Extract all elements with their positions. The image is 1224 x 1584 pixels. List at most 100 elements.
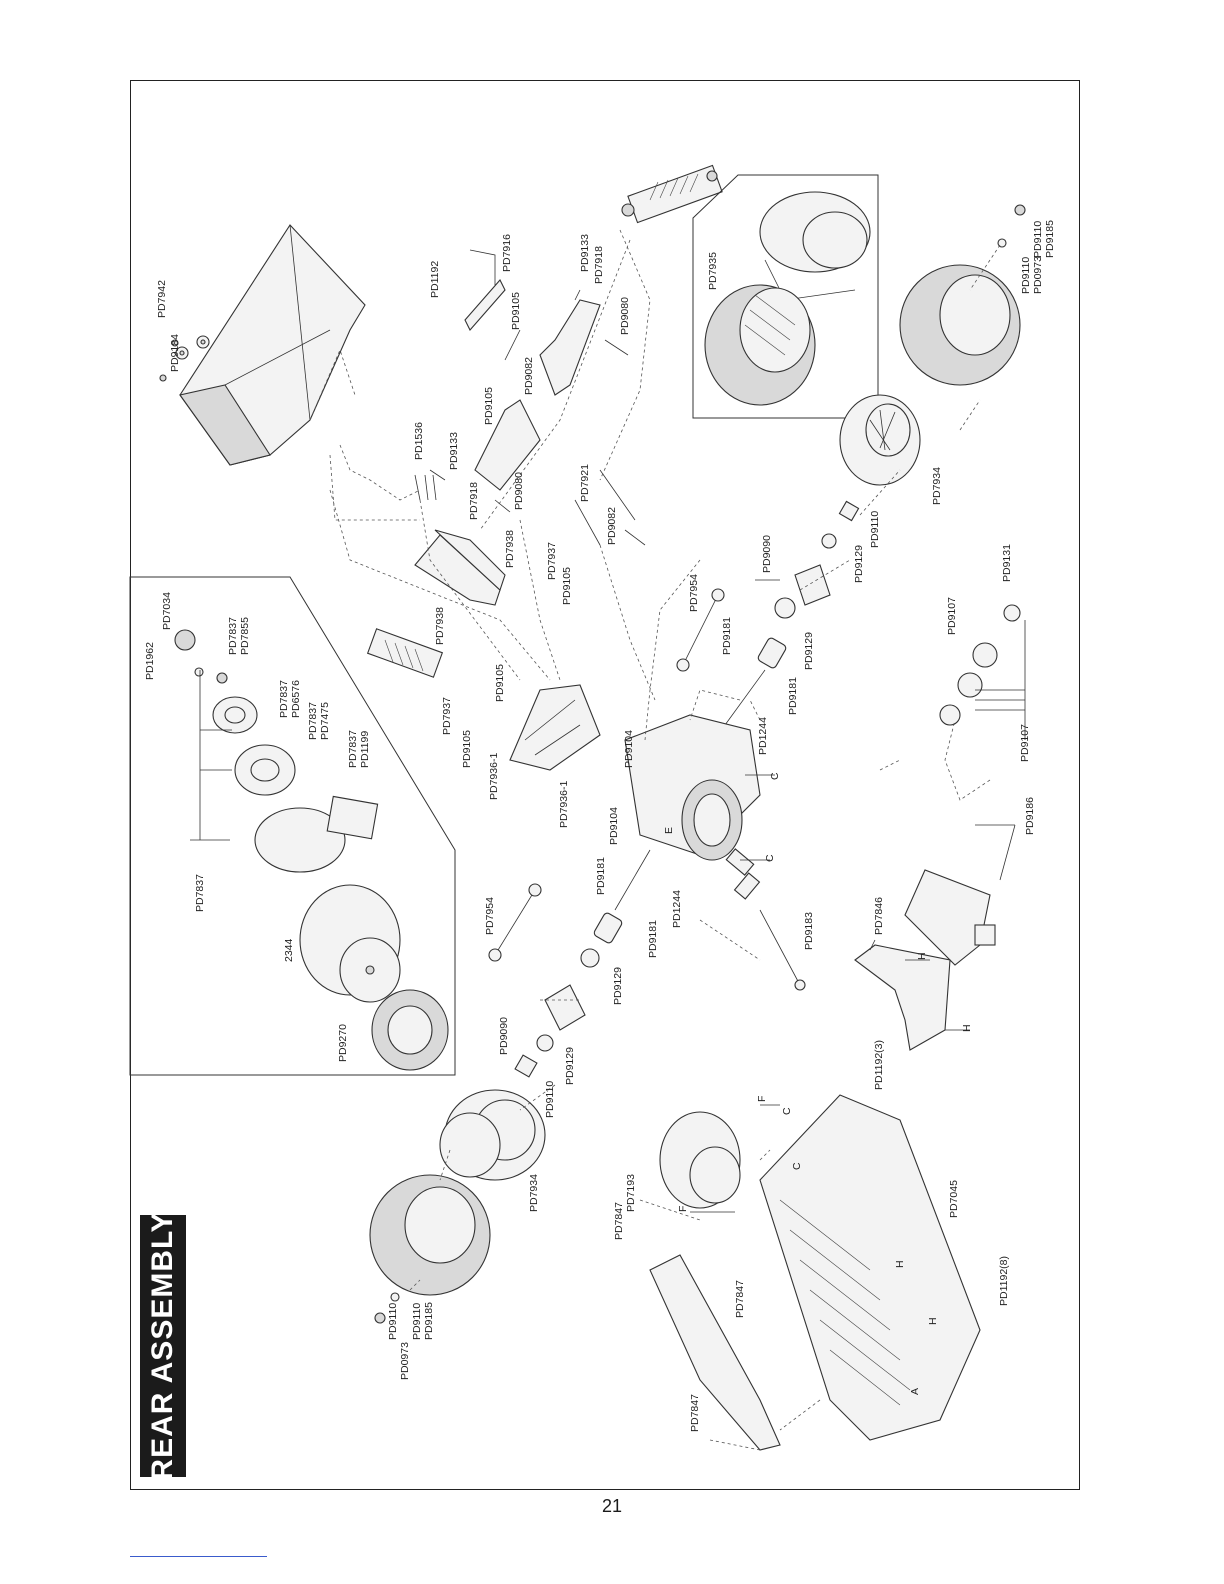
label-pd9090-l: PD9090 [498,1017,510,1055]
center-driveshaft [759,909,806,991]
label-pd7034: PD7034 [161,592,173,630]
page-number: 21 [601,1496,623,1516]
screw-bottom-left [374,1292,400,1324]
wheel-nut-right [821,500,860,549]
label-pd7918-top: PD7918 [593,246,605,284]
rear-shock [621,164,723,224]
label-pd9183: PD9183 [803,912,815,950]
label-pd7936-a: PD7936-1 [488,753,500,800]
label-pd7954-r: PD7954 [688,574,700,612]
rear-bulkhead [509,684,601,771]
label-pd9110-tr2: PD9110 [1020,257,1032,294]
body-posts-pd1536 [414,474,437,501]
chassis-motor [659,1111,741,1209]
hub-carrier-left [514,948,600,1078]
wing-mount [414,529,506,606]
tire-left [369,1174,491,1296]
mark-h3: H [894,1260,906,1268]
label-pd1536: PD1536 [413,422,425,460]
leader-lines [309,229,1001,1451]
label-pd9184: PD9184 [169,334,181,372]
label-pd7193: PD7193 [625,1174,637,1212]
label-pd6576: PD6576 [290,680,302,718]
label-pd7475: PD7475 [319,702,331,740]
upper-arm-mid [474,399,541,491]
tire-top-right [899,264,1021,386]
label-pd7942: PD7942 [156,280,168,318]
label-pd9105-a: PD9105 [510,292,522,330]
label-pd9186: PD9186 [1024,797,1036,835]
label-pd9129-r: PD9129 [853,545,865,583]
assembly-arrows [690,774,970,1213]
label-pd1962: PD1962 [144,642,156,680]
label-pd1192: PD1192 [429,261,441,298]
label-pd9105-e: PD9105 [461,730,473,768]
label-pd7837-a: PD7837 [227,617,239,655]
label-pd9105-c: PD9105 [561,567,573,605]
mark-c1: C [769,772,781,780]
label-2344: 2344 [283,938,295,962]
page-title: REAR ASSEMBLY [146,1211,179,1481]
mark-f1: F [756,1096,768,1102]
wheel-left [439,1089,546,1181]
battery-strap [649,1254,781,1451]
label-pd7847-a: PD7847 [613,1202,625,1240]
label-pd9133-top: PD9133 [579,234,591,272]
label-pd9107-b: PD9107 [1019,724,1031,762]
motor-cooling-fan [254,795,379,873]
hinge-pins [494,339,636,546]
mark-h4: H [927,1317,939,1325]
label-pd7934-r: PD7934 [931,467,943,505]
rear-wing [179,224,366,466]
label-pd7847-b: PD7847 [734,1280,746,1318]
servo-mount [854,944,951,1051]
label-pd7938-a: PD7938 [504,530,516,568]
tire-top-left [704,284,816,406]
label-pd9104-a: PD9104 [623,730,635,768]
label-pd9090-r: PD9090 [761,535,773,573]
label-pd9185-tr: PD9185 [1044,220,1056,258]
label-pd9104-b: PD9104 [608,807,620,845]
label-pd9270: PD9270 [337,1024,349,1062]
label-pd9082-a: PD9082 [523,357,535,395]
mark-a: A [909,1388,921,1395]
label-pd1199: PD1199 [359,731,371,768]
motor-mount-plates [212,696,296,796]
label-pd9110-bl: PD9110 [387,1303,399,1340]
shock-front [366,628,444,678]
label-pd9107-a: PD9107 [946,597,958,635]
label-pd7934-l: PD7934 [528,1174,540,1212]
part-labels: PD7942 PD9184 PD1192 PD7916 PD9133 PD791… [144,220,1056,1432]
motor-heatsink-cap [371,989,449,1071]
label-pd9181-r1: PD9181 [721,617,733,655]
label-pd1244-r: PD1244 [757,717,769,755]
label-pd9080-a: PD9080 [619,297,631,335]
label-pd9110-tr1: PD9110 [1032,221,1044,258]
label-pd9133-b: PD9133 [448,432,460,470]
differential-gearbox [624,714,761,900]
label-pd9181-r2: PD9181 [787,677,799,715]
wheel-right [839,394,921,486]
foam-insert [759,191,871,301]
label-pd7855: PD7855 [239,617,251,655]
label-pd7837-c: PD7837 [307,702,319,740]
mark-h2: H [961,1024,973,1032]
label-leaders [190,249,1026,951]
label-pd9110-l: PD9110 [544,1081,556,1118]
mark-e: E [663,827,675,834]
label-pd9110-bl2: PD9110 [411,1303,423,1340]
label-pd9082-b: PD9082 [606,507,618,545]
pinion-gear [174,629,228,684]
title-banner [140,1215,186,1477]
label-pd7921: PD7921 [579,464,591,502]
label-pd9105-b: PD9105 [483,387,495,425]
label-pd9105-d: PD9105 [494,664,506,702]
mark-c3: C [781,1107,793,1115]
label-pd7937-a: PD7937 [546,542,558,580]
tire-inset-panel [692,174,879,419]
label-pd7936-b: PD7936-1 [558,781,570,828]
label-pd7837-d: PD7837 [347,730,359,768]
label-pd9129-l2: PD9129 [564,1047,576,1085]
label-pd1244-l: PD1244 [671,890,683,928]
